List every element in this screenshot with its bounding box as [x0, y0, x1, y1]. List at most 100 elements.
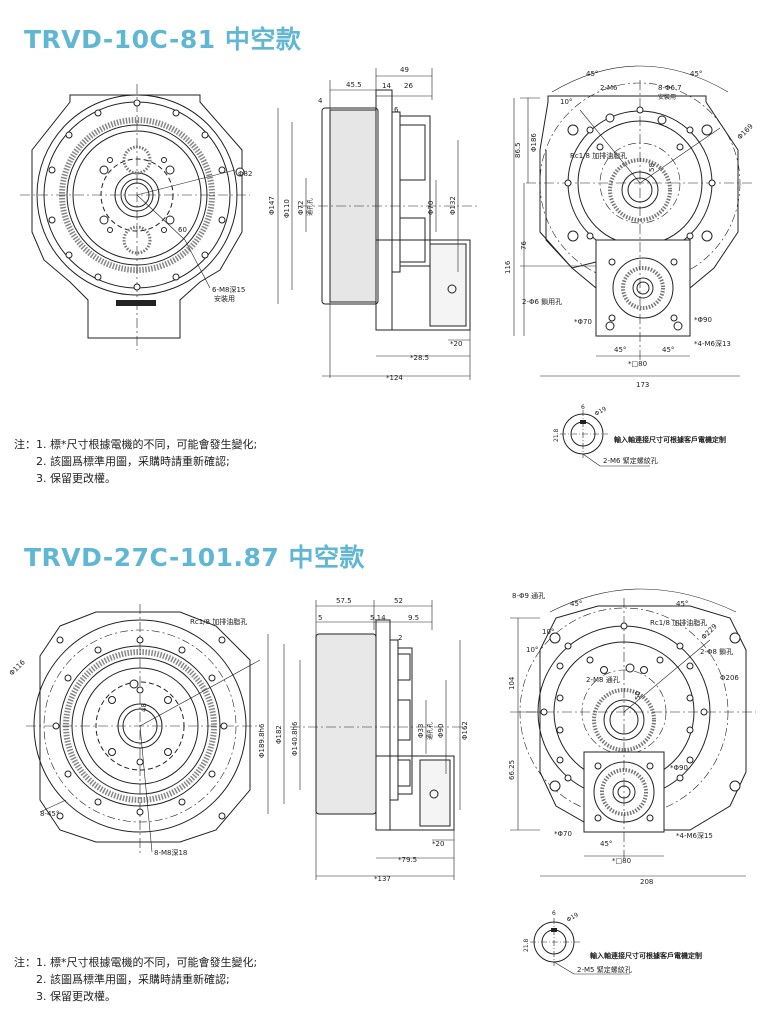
s2-side-d95: 9.5: [408, 614, 419, 622]
s2-shaft-d19: Φ19: [566, 911, 580, 923]
s2-front-rc: Rc1/8 加排油脂孔: [190, 617, 247, 626]
s1-rear-rc: Rc1/8 加排油脂孔: [570, 151, 627, 160]
s2-rear-d6625: 66.25: [508, 760, 516, 780]
s2-rear-rc: Rc1/8 加排油脂孔: [650, 618, 707, 627]
s1-shaft-note: 輸入軸連接尺寸可根據客戶電機定制: [614, 435, 726, 444]
s2-side-hole-tag: 通孔孔: [426, 722, 434, 740]
section2-rear-view: [510, 588, 756, 877]
s2-front-d845: 8-45°: [40, 810, 59, 818]
s2-rear-m8: 2-M8 通孔: [586, 675, 620, 684]
note-line: 2. 該圖爲標準用圖，采購時請重新確認;: [36, 455, 230, 468]
s1-side-d285: *28.5: [410, 354, 429, 362]
s2-rear-d70: *Φ70: [554, 830, 572, 838]
s2-rear-sq80: *□80: [612, 857, 631, 865]
s2-rear-d8: 2-Φ8 鎖孔: [700, 647, 733, 656]
note-line: 2. 該圖爲標準用圖，采購時請重新確認;: [36, 973, 230, 986]
note-line: 注：1. 標*尺寸根據電機的不同，可能會發生變化;: [14, 438, 258, 451]
s1-rear-m6: 2-M6: [600, 84, 618, 92]
s1-side-d110: Φ110: [283, 199, 291, 218]
s2-rear-d10b: 10°: [526, 646, 538, 654]
s1-front-holes: 6-M8深15: [212, 285, 245, 294]
s1-rear-pin: 2-Φ6 鎖用孔: [522, 297, 562, 306]
s2-side-d182: Φ182: [275, 725, 283, 744]
s2-rear-d90: *Φ90: [670, 764, 688, 772]
s1-rear-d45a: 45°: [586, 70, 598, 78]
s2-rear-d10a: 10°: [542, 628, 554, 636]
s1-rear-d45b: 45°: [690, 70, 702, 78]
note-line: 3. 保留更改權。: [36, 990, 116, 1003]
s1-side-d124: *124: [386, 374, 403, 382]
section2-title: TRVD-27C-101.87 中空款: [24, 543, 366, 572]
s1-side-d147: Φ147: [268, 196, 276, 215]
s2-front-d48: 48: [140, 703, 148, 712]
s1-rear-m6b: *4-M6深13: [694, 339, 731, 348]
s1-rear-d45c: 45°: [614, 346, 626, 354]
section1-notes: 注：1. 標*尺寸根據電機的不同，可能會發生變化; 2. 該圖爲標準用圖，采購時…: [14, 436, 257, 487]
s2-rear-d45b: 45°: [676, 600, 688, 608]
s2-side-d90: Φ90: [437, 724, 445, 738]
s1-rear-d186: Φ186: [530, 133, 538, 152]
s1-rear-d67: 8-Φ6.7: [658, 84, 682, 92]
s1-side-d49: 49: [400, 66, 409, 74]
s1-rear-d70: *Φ70: [574, 318, 592, 326]
s2-side-d137: *137: [374, 875, 391, 883]
s2-side-d140: Φ140.8h6: [291, 721, 299, 756]
section2-shaft-detail: [530, 918, 630, 975]
s1-rear-d90: *Φ90: [694, 316, 712, 324]
s1-rear-sq80: *□80: [628, 360, 647, 368]
s1-rear-d10: 10°: [560, 98, 572, 106]
s1-shaft-d6: 6: [581, 404, 585, 411]
note-line: 3. 保留更改權。: [36, 472, 116, 485]
s2-rear-d45a: 45°: [570, 600, 582, 608]
s1-side-d14: 14: [382, 82, 391, 90]
s2-shaft-d218: 21.8: [523, 938, 530, 952]
section1-title: TRVD-10C-81 中空款: [24, 25, 302, 54]
s2-side-d189: Φ189.8h6: [258, 723, 266, 758]
section1-drawing: Φ82 60 6-M8深15 安裝用 45.5 49 14 26 4: [20, 65, 755, 467]
s1-front-d82: Φ82: [238, 170, 252, 178]
s1-front-d60: 60: [178, 226, 187, 234]
section1-side-view: [277, 68, 480, 380]
s2-rear-m6: *4-M6深15: [676, 831, 713, 840]
s1-shaft-screw: 2-M6 緊定螺紋孔: [603, 456, 658, 465]
section2-notes: 注：1. 標*尺寸根據電機的不同，可能會發生變化; 2. 該圖爲標準用圖，采購時…: [14, 954, 257, 1005]
s1-shaft-d218: 21.8: [553, 428, 560, 442]
s1-rear-d76: 76: [520, 241, 528, 250]
s2-shaft-d6: 6: [552, 910, 556, 917]
s2-rear-d9: 8-Φ9 通孔: [512, 591, 545, 600]
s2-side-d795: *79.5: [398, 856, 417, 864]
s2-rear-d208: 208: [640, 878, 653, 886]
section2-side-view: [267, 600, 470, 880]
s2-side-d52: 52: [394, 597, 403, 605]
section1-rear-view: [513, 65, 752, 377]
s2-front-m8: 8-M8深18: [154, 848, 187, 857]
section1-shaft-detail: [560, 410, 650, 467]
s1-side-hole-tag: 通孔孔: [306, 198, 314, 216]
s2-rear-d45c: 45°: [600, 840, 612, 848]
s2-rear-d50: 50: [634, 691, 642, 700]
s1-side-d455: 45.5: [346, 81, 362, 89]
s2-side-d575: 57.5: [336, 597, 352, 605]
s2-rear-d104: 104: [508, 676, 516, 690]
s1-side-d70: Φ70: [427, 201, 435, 215]
s1-rear-d58: 58: [648, 163, 656, 172]
s2-side-d514: 5.14: [370, 614, 386, 622]
s2-side-d5: 5: [318, 614, 322, 622]
s1-rear-install: 安裝用: [658, 93, 676, 101]
s2-side-d2: 2: [398, 634, 402, 642]
s1-rear-d116: 116: [504, 260, 512, 274]
s1-rear-d45d: 45°: [662, 346, 674, 354]
s1-side-d6: 6: [394, 106, 399, 114]
s1-side-d20: *20: [450, 340, 462, 348]
s1-rear-d173: 173: [636, 381, 649, 389]
section2-front-view: [26, 604, 261, 856]
note-line: 注：1. 標*尺寸根據電機的不同，可能會發生變化;: [14, 956, 258, 969]
s1-side-d132: Φ132: [449, 196, 457, 215]
s2-front-d116: Φ116: [8, 658, 27, 677]
s2-shaft-note: 輸入軸連接尺寸可根據客戶電機定制: [590, 951, 702, 960]
s1-rear-d865: 86.5: [514, 142, 522, 158]
s1-front-install: 安裝用: [214, 294, 235, 303]
section1-front-view: [20, 84, 250, 350]
s2-side-d20: *20: [432, 840, 444, 848]
